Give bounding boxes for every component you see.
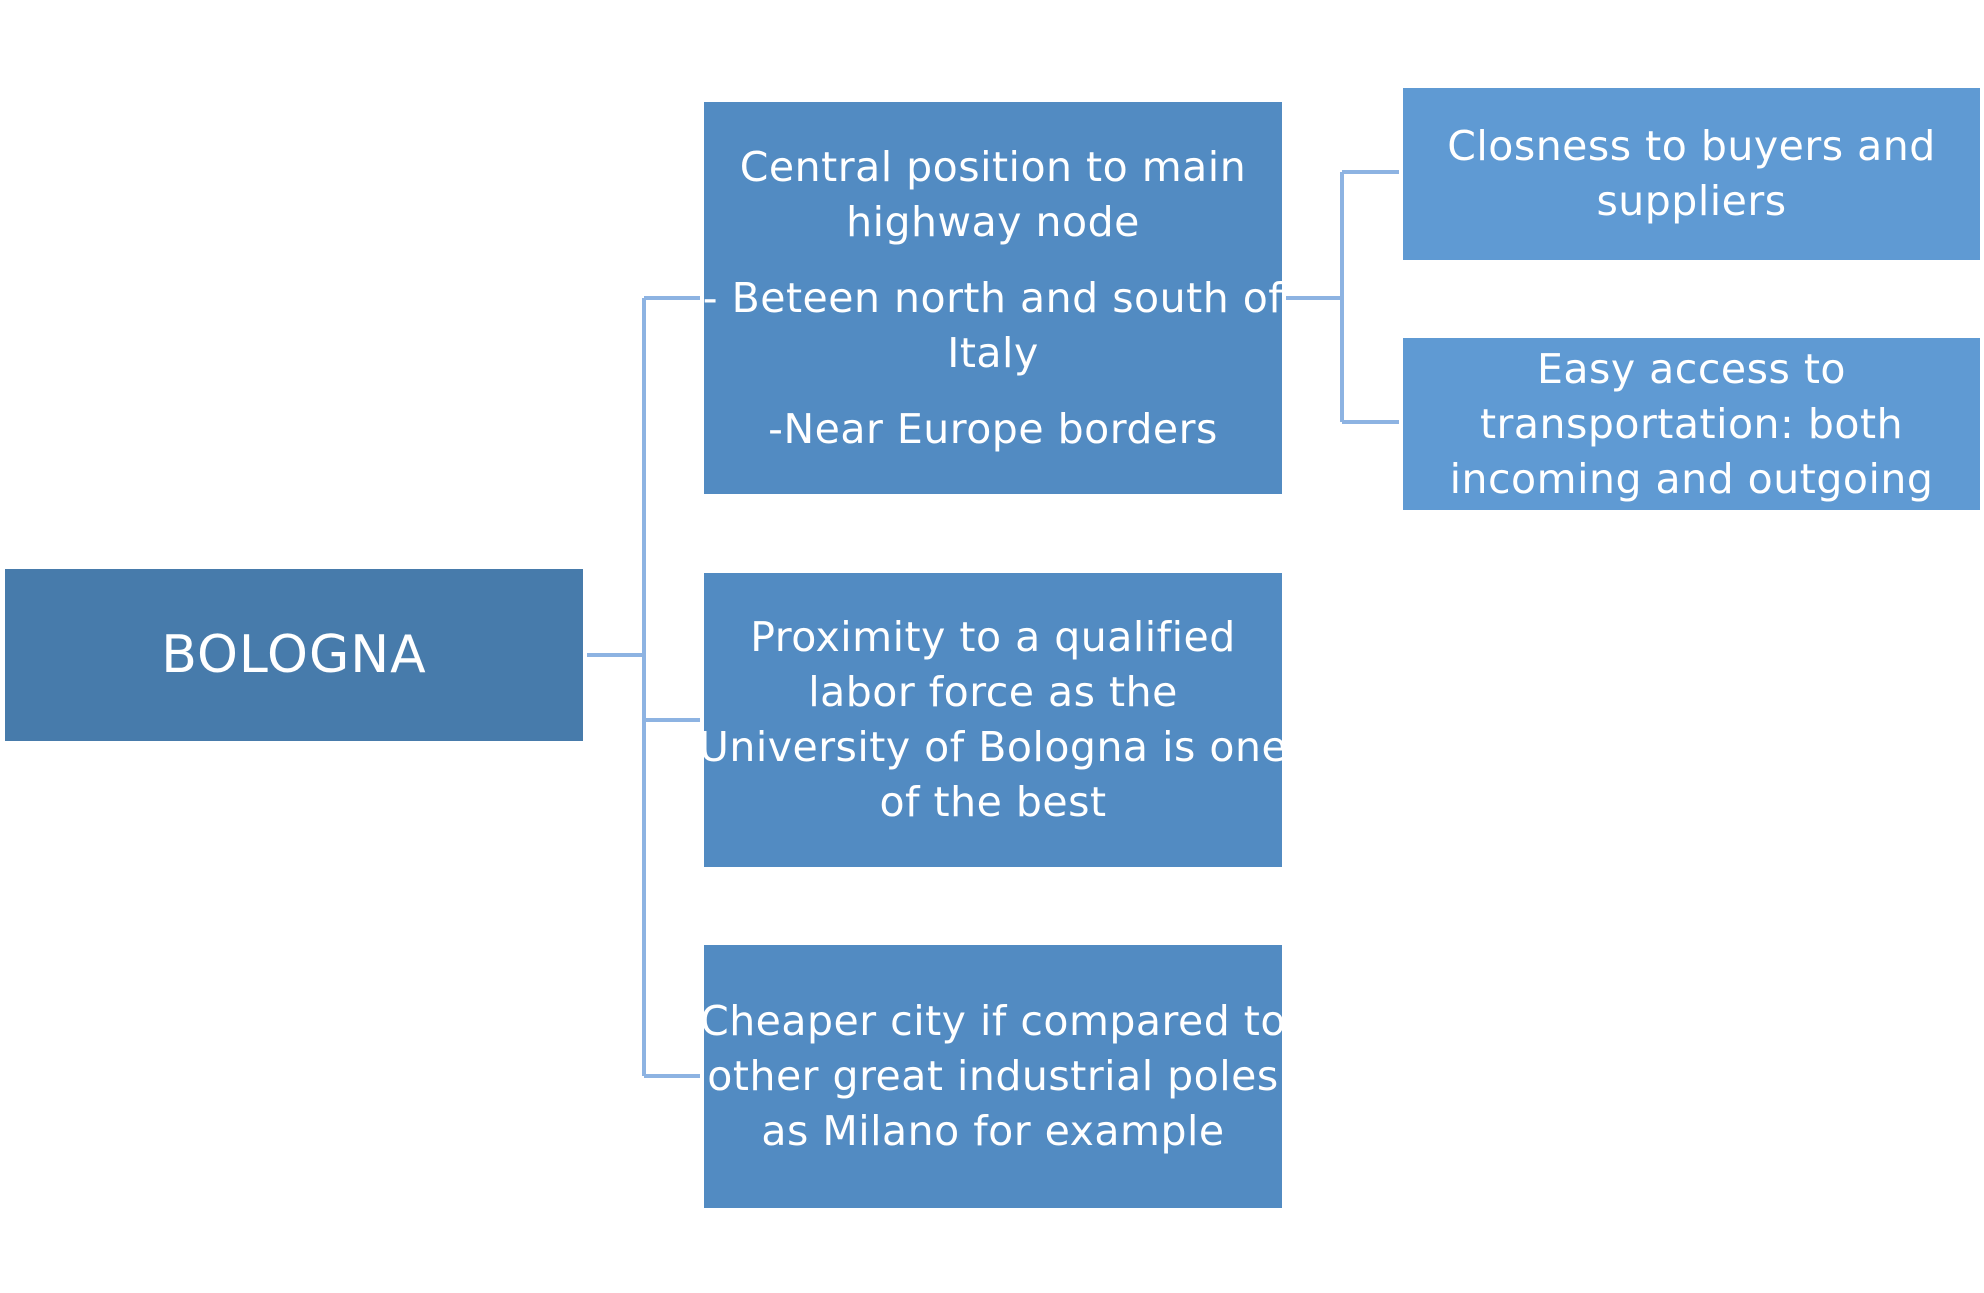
node-labor-force-line-1: Proximity to a qualified [750, 613, 1236, 661]
node-central-position: Central position to main highway node - … [702, 102, 1284, 494]
node-closeness-to-buyers: Closness to buyers and suppliers [1403, 88, 1980, 260]
node-labor-force-line-4: of the best [879, 778, 1107, 826]
node-cheaper-city-line-1: Cheaper city if compared to [700, 997, 1286, 1045]
node-closeness-to-buyers-line-1: Closness to buyers and [1447, 122, 1936, 170]
node-central-position-line-2: highway node [846, 197, 1140, 246]
root-node-label: BOLOGNA [161, 624, 427, 685]
node-labor-force-line-2: labor force as the [808, 668, 1178, 716]
node-central-position-line-1: Central position to main [739, 142, 1247, 191]
node-transportation-access-line-1: Easy access to [1536, 344, 1847, 393]
node-cheaper-city-line-3: as Milano for example [761, 1107, 1225, 1155]
root-node-bologna: BOLOGNA [5, 569, 583, 741]
node-cheaper-city: Cheaper city if compared to other great … [700, 945, 1285, 1208]
node-central-position-line-4: Italy [947, 328, 1039, 377]
node-central-position-line-5: -Near Europe borders [768, 404, 1218, 453]
node-transportation-access-line-2: transportation: both [1479, 399, 1904, 448]
node-central-position-line-3: - Beteen north and south of [702, 273, 1284, 322]
node-transportation-access-line-3: incoming and outgoing [1449, 454, 1934, 503]
central-to-sub-branches-connector [1286, 170, 1399, 424]
node-cheaper-city-line-2: other great industrial poles [707, 1052, 1279, 1100]
node-labor-force-line-3: University of Bologna is one [698, 723, 1288, 771]
node-closeness-to-buyers-line-2: suppliers [1596, 177, 1787, 225]
node-labor-force: Proximity to a qualified labor force as … [699, 573, 1287, 867]
root-to-branches-connector [587, 296, 700, 1078]
node-transportation-access: Easy access to transportation: both inco… [1403, 338, 1980, 510]
